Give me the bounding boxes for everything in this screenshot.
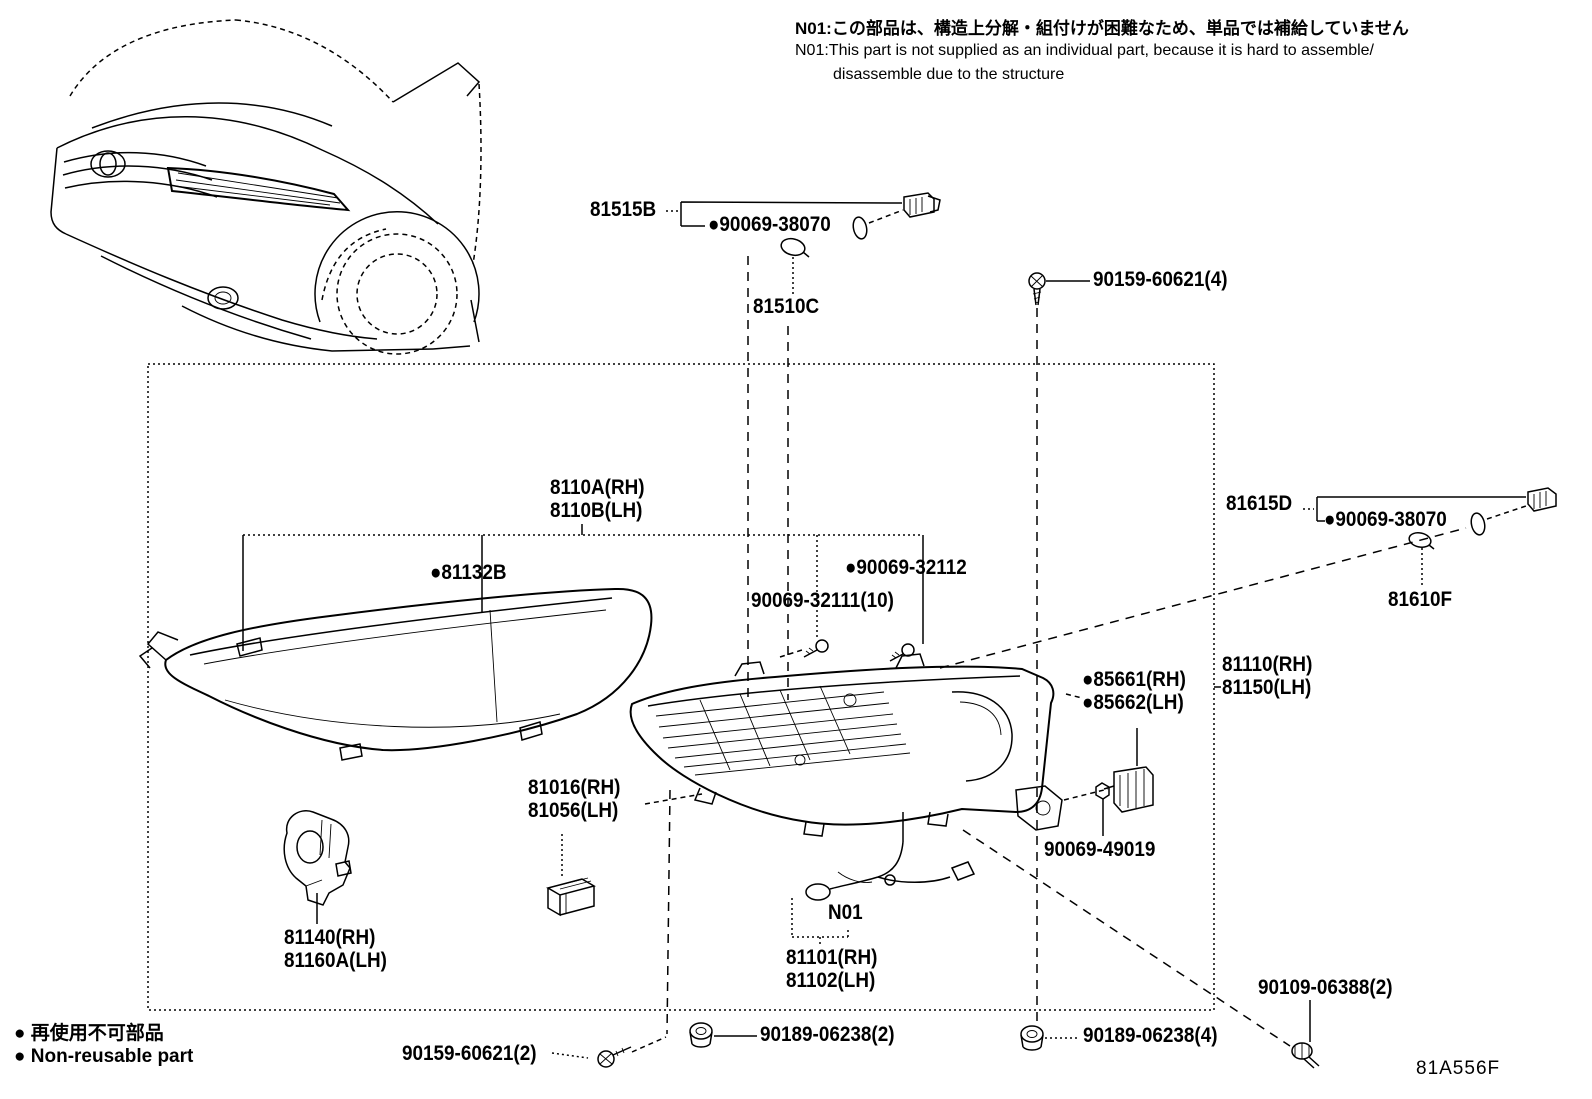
nut-icon: [1095, 782, 1110, 800]
part-label-90069-38070-top: ●90069-38070: [708, 213, 831, 236]
part-label-81610f: 81610F: [1388, 588, 1453, 611]
legend-non-reusable-en: ● Non-reusable part: [14, 1046, 194, 1067]
car-sketch: [50, 19, 482, 355]
legend-non-reusable-jp: ● 再使用不可部品: [14, 1023, 164, 1044]
part-label-90159-60621-2: 90159-60621(2): [402, 1042, 537, 1065]
part-label-90069-32111-10: 90069-32111(10): [751, 589, 894, 612]
ecu-drawing: [546, 793, 703, 917]
part-label-81140-line1: 81140(RH): [284, 926, 376, 949]
part-label-81515b: 81515B: [590, 198, 657, 221]
part-label-81110-81150: 81110(RH) 81150(LH): [1222, 653, 1312, 699]
wire-harness-drawing: [791, 812, 976, 946]
part-label-90069-38070-right: ●90069-38070: [1324, 508, 1447, 531]
tire: [336, 233, 458, 355]
part-label-81160a-line2: 81160A(LH): [284, 949, 387, 972]
part-label-90069-32112: ●90069-32112: [845, 556, 967, 579]
wheel-rim: [356, 253, 438, 335]
part-label-81510c: 81510C: [753, 295, 820, 318]
bulb-icon: [1408, 532, 1435, 550]
assy-bracket-8110: [242, 524, 924, 651]
headlamp-bracket-drawing: [283, 810, 352, 924]
part-label-85661-line1: ●85661(RH): [1082, 668, 1186, 691]
part-label-90159-60621-4: 90159-60621(4): [1093, 268, 1228, 291]
screw-icons-90069: [779, 639, 915, 662]
part-label-8110b-line2: 8110B(LH): [550, 499, 643, 522]
screw-icon-90159-60621-2: [551, 1036, 667, 1068]
part-label-90109-06388-2: 90109-06388(2): [1258, 976, 1393, 999]
figure-code: 81A556F: [1416, 1058, 1501, 1079]
headlamp-lens-drawing: [138, 587, 653, 761]
part-label-81150-line2: 81150(LH): [1222, 676, 1312, 699]
socket-icon: [1527, 487, 1557, 512]
part-label-90189-06238-4: 90189-06238(4): [1083, 1024, 1218, 1047]
part-label-81132b: ●81132B: [430, 561, 507, 584]
bulb-icon: [780, 237, 810, 258]
grommet-ring-icon: [852, 216, 868, 240]
fog-lamp: [207, 286, 239, 310]
socket-icon: [903, 192, 941, 218]
headlamp-highlight: [166, 166, 351, 212]
wheel-arch: [314, 211, 480, 323]
note-en-line1: N01:This part is not supplied as an indi…: [795, 42, 1374, 59]
screw-icon-90159-60621-4: [1028, 272, 1090, 1022]
parts-box-border: [147, 363, 1215, 1011]
part-label-90069-49019: 90069-49019: [1044, 838, 1156, 861]
nut-icon-90189-06238-4: [1020, 1025, 1080, 1051]
part-label-81101-line1: 81101(RH): [786, 946, 878, 969]
harness-grommet: [805, 883, 831, 901]
part-label-8110a-line1: 8110A(RH): [550, 476, 645, 499]
bulb-socket-assembly-81515b: [666, 192, 941, 702]
leveling-motor-drawing: [1063, 728, 1154, 836]
note-en-line2: disassemble due to the structure: [833, 66, 1065, 83]
part-label-85662-line2: ●85662(LH): [1082, 691, 1184, 714]
part-label-81102-line2: 81102(LH): [786, 969, 876, 992]
note-jp: N01:この部品は、構造上分解・組付けが困難なため、単品では補給していません: [795, 19, 1409, 38]
part-label-81615d: 81615D: [1226, 492, 1293, 515]
bulb-socket-assembly-81615d: [939, 487, 1557, 669]
nut-icon-90189-06238-2: [689, 1022, 757, 1048]
leader-85661: [1065, 693, 1083, 699]
headlamp-housing-drawing: [629, 653, 1063, 1035]
harness-connector: [950, 861, 976, 881]
bolt-icon-90109-06388-2: [962, 829, 1320, 1069]
part-label-81101-81102: 81101(RH) 81102(LH): [786, 946, 877, 992]
part-label-8110a: 8110A(RH) 8110B(LH): [550, 476, 645, 522]
part-label-81016-81056: 81016(RH) 81056(LH): [528, 776, 620, 822]
part-label-81140-81160a: 81140(RH) 81160A(LH): [284, 926, 387, 972]
part-label-n01: N01: [828, 901, 863, 924]
part-label-85661-85662: ●85661(RH) ●85662(LH): [1082, 668, 1186, 714]
grommet-ring-icon: [1470, 512, 1486, 536]
part-label-81056-line2: 81056(LH): [528, 799, 619, 822]
part-label-81016-line1: 81016(RH): [528, 776, 621, 799]
part-label-90189-06238-2: 90189-06238(2): [760, 1023, 895, 1046]
part-label-81110-line1: 81110(RH): [1222, 653, 1313, 676]
